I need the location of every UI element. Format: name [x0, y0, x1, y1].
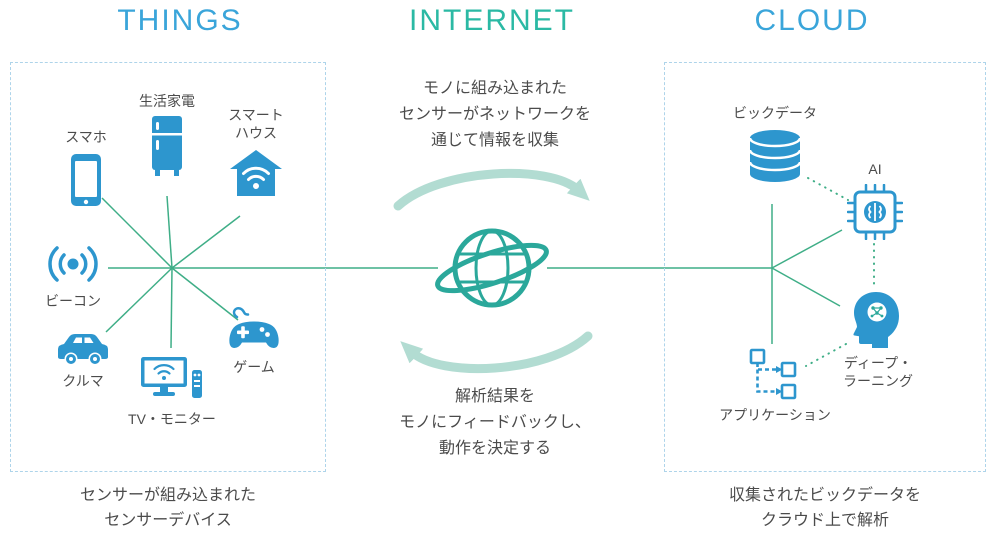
- beacon-label: ビーコン: [45, 293, 101, 309]
- node-smartphone: スマホ: [52, 128, 120, 208]
- tv-monitor-icon: [141, 357, 202, 398]
- smart-house-icon: [230, 150, 282, 197]
- node-beacon: ビーコン: [38, 242, 108, 310]
- cloud-dotted-links: [805, 177, 875, 367]
- node-application: アプリケーション: [712, 348, 838, 424]
- car-icon: [58, 334, 108, 364]
- node-smart-house: スマート ハウス: [218, 106, 294, 198]
- node-big-data: ビックデータ: [722, 104, 828, 186]
- circulation-arrows: [393, 168, 593, 374]
- application-icon: [749, 348, 797, 400]
- car-label: クルマ: [62, 373, 104, 389]
- fridge-icon: [152, 116, 182, 177]
- internet-globe: [430, 212, 554, 324]
- cloud-caption: 収集されたビックデータを クラウド上で解析: [728, 487, 921, 529]
- ai-chip-icon: [847, 184, 903, 241]
- section-title-internet: INTERNET: [409, 4, 575, 37]
- beacon-icon: [48, 246, 98, 282]
- cloud-group-box: [664, 62, 986, 472]
- game-label: ゲーム: [233, 359, 275, 375]
- node-car: クルマ: [46, 330, 120, 390]
- node-deep-learning: ディープ・ ラーニング: [838, 290, 918, 390]
- deep-learning-icon: [853, 292, 899, 348]
- deep-learning-label: ディープ・ ラーニング: [843, 355, 913, 390]
- big-data-icon: [748, 130, 802, 183]
- internet-feedback-text: 解析結果を モノにフィードバックし、 動作を決定する: [399, 388, 591, 457]
- smartphone-icon: [71, 154, 101, 207]
- smart-house-label: スマート ハウス: [228, 107, 284, 142]
- node-ai: AI: [844, 160, 906, 241]
- arrow-collect: [393, 168, 590, 211]
- section-title-cloud: CLOUD: [754, 4, 870, 37]
- arrow-feedback: [400, 331, 593, 374]
- things-group-box: [10, 62, 326, 472]
- application-label: アプリケーション: [719, 407, 831, 423]
- big-data-label: ビックデータ: [733, 105, 817, 121]
- node-game: ゲーム: [222, 306, 286, 376]
- home-appliance-label: 生活家電: [139, 93, 195, 109]
- node-home-appliance: 生活家電: [132, 92, 202, 177]
- tv-monitor-label: TV・モニター: [128, 411, 216, 427]
- things-caption: センサーが組み込まれた センサーデバイス: [79, 487, 256, 529]
- internet-collect-text: モノに組み込まれた センサーがネットワークを 通じて情報を収集: [398, 80, 591, 149]
- globe-icon: [435, 228, 549, 308]
- cloud-star-lines: [547, 204, 843, 344]
- node-tv-monitor: TV・モニター: [124, 354, 220, 428]
- ai-label: AI: [868, 161, 882, 177]
- smartphone-label: スマホ: [65, 129, 107, 145]
- section-title-things: THINGS: [117, 4, 243, 37]
- things-star-lines: [101, 195, 438, 349]
- game-controller-icon: [229, 307, 279, 348]
